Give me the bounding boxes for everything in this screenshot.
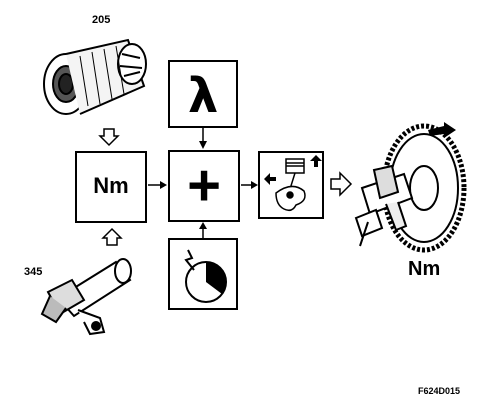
output-torque-label: Nm	[408, 258, 441, 280]
part-345-label: 345	[24, 266, 43, 278]
speed-sensor-icon	[40, 258, 132, 336]
piston-box	[258, 151, 324, 219]
air-flow-meter-icon	[43, 38, 147, 115]
part-205-label: 205	[92, 14, 111, 26]
up-arrow-icon	[101, 227, 123, 246]
arrow-lambda-to-sum	[199, 128, 207, 149]
arrow-ignition-to-sum	[199, 222, 207, 239]
lambda-box: λ	[168, 60, 238, 128]
sum-box: +	[168, 150, 240, 222]
torque-box: Nm	[75, 151, 147, 223]
down-arrow-icon	[98, 128, 120, 147]
ignition-box	[168, 238, 238, 310]
sum-symbol: +	[187, 153, 221, 218]
figure-reference: F624D015	[418, 386, 461, 396]
crankshaft-flywheel-icon	[354, 122, 467, 253]
ignition-advance-icon	[184, 249, 227, 303]
arrow-sum-to-piston	[241, 181, 258, 189]
piston-crank-icon	[264, 155, 322, 212]
right-arrow-icon	[330, 171, 353, 197]
arrow-nm-to-sum	[148, 181, 167, 189]
torque-box-label: Nm	[93, 173, 129, 198]
lambda-symbol: λ	[187, 68, 219, 124]
